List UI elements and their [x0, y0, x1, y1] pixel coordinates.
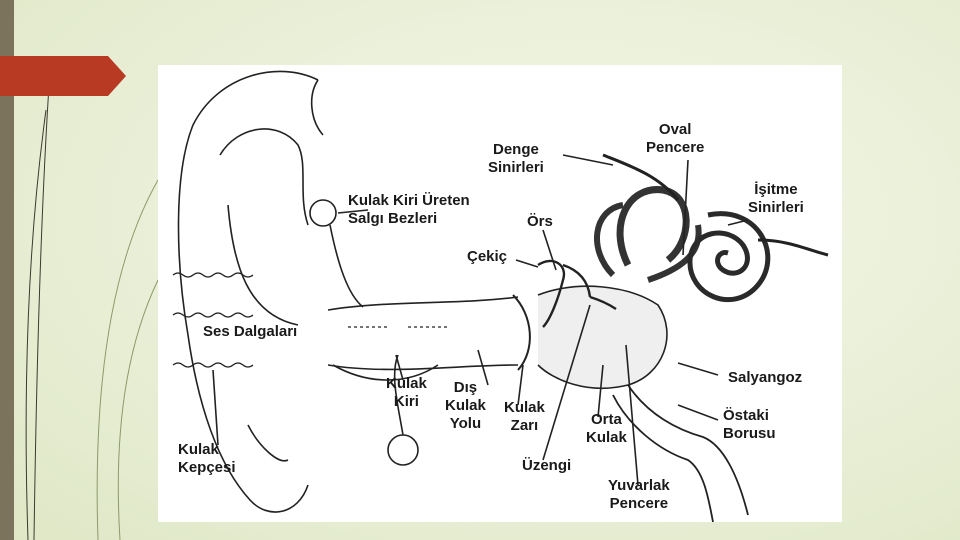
label-dis-kulak-yolu: Dış Kulak Yolu	[445, 379, 486, 432]
label-kulak-kiri: Kulak Kiri	[386, 375, 427, 410]
stirrup	[589, 295, 617, 310]
cochlea	[687, 211, 771, 303]
semicircular-canal-1	[616, 186, 690, 267]
label-isitme-sinirleri: İşitme Sinirleri	[748, 181, 804, 216]
label-kulak-zari: Kulak Zarı	[504, 399, 545, 434]
hammer	[537, 259, 566, 328]
semicircular-canal-2	[594, 202, 624, 278]
ear-illustration	[172, 70, 829, 522]
label-ors: Örs	[527, 213, 553, 230]
middle-ear	[537, 285, 668, 389]
left-rail	[0, 0, 14, 540]
ear-canal-lower	[327, 364, 519, 371]
accent-tab	[0, 56, 126, 96]
gland-lower	[387, 434, 419, 466]
label-cekic: Çekiç	[467, 248, 508, 265]
label-oval-pencere: Oval Pencere	[646, 121, 705, 156]
semicircular-canal-3	[647, 224, 702, 283]
label-uzengi: Üzengi	[522, 457, 572, 474]
ear-anatomy-diagram: Denge Sinirleri Oval Pencere İşitme Sini…	[158, 65, 842, 522]
eardrum	[512, 294, 531, 371]
label-denge-sinirleri: Denge Sinirleri	[488, 141, 544, 176]
gland-upper	[309, 199, 337, 227]
ear-canal-upper	[327, 296, 519, 311]
eustachian-tube	[627, 384, 749, 516]
label-kulak-kiri-ureten-salgi-bezleri: Kulak Kiri Üreten Salgı Bezleri	[348, 192, 470, 227]
anvil	[562, 263, 592, 298]
label-salyangoz: Salyangoz	[728, 369, 803, 386]
label-orta-kulak: Orta Kulak	[586, 411, 627, 446]
label-ostaki-borusu: Östaki Borusu	[723, 407, 776, 442]
decorative-lines	[25, 69, 159, 540]
label-ses-dalgalari: Ses Dalgaları	[203, 323, 298, 340]
label-kulak-kepcesi: Kulak Kepçesi	[178, 441, 236, 476]
label-yuvarlak-pencere: Yuvarlak Pencere	[608, 477, 670, 512]
pinna-outline	[177, 70, 319, 513]
